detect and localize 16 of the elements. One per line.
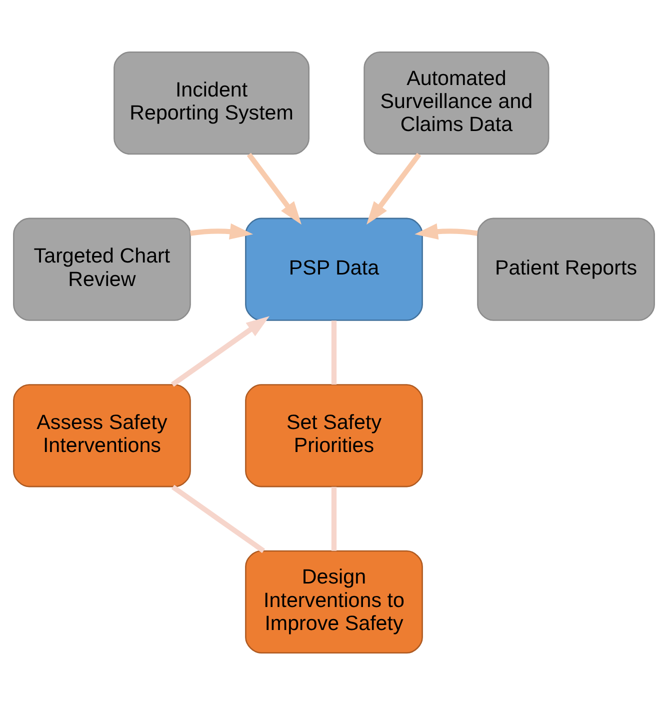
node-box: Incident Reporting System [114, 51, 310, 154]
arrow [246, 152, 302, 224]
node-box: Targeted Chart Review [13, 217, 191, 320]
arrow [190, 222, 254, 240]
node-box: Patient Reports [477, 217, 655, 320]
node-box: Set Safety Priorities [245, 384, 423, 487]
node-box: Automated Surveillance and Claims Data [364, 51, 550, 154]
node-box: PSP Data [245, 217, 423, 320]
connector [331, 320, 337, 384]
arrow [414, 222, 478, 240]
node-box: Design Interventions to Improve Safety [245, 550, 423, 653]
node-box: Assess Safety Interventions [13, 384, 191, 487]
connector [331, 486, 337, 550]
arrow [366, 152, 422, 224]
connector [171, 484, 266, 553]
arrow [170, 316, 270, 386]
